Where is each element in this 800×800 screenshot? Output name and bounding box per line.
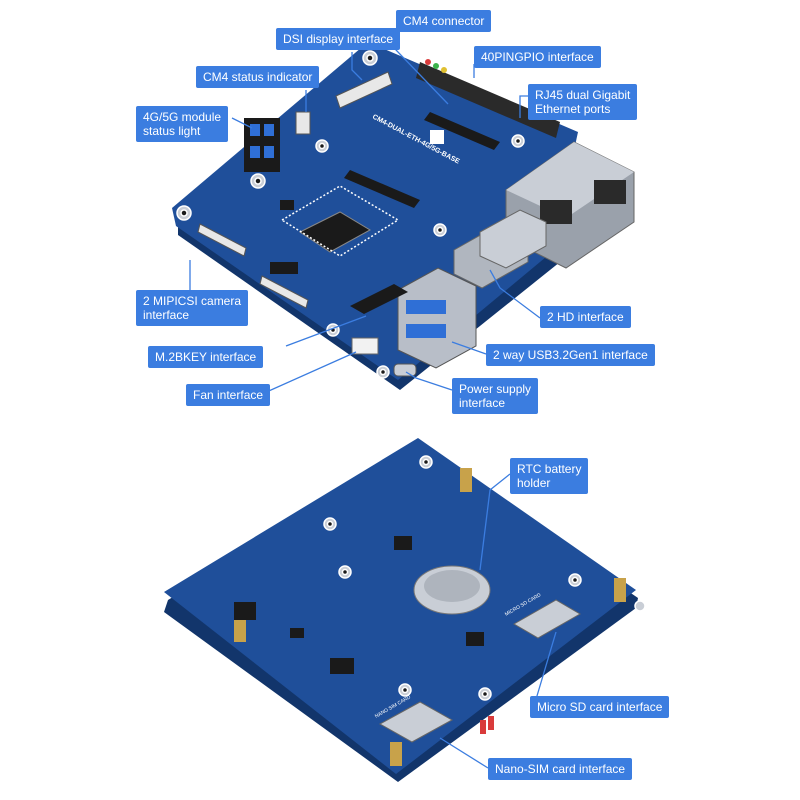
brass-standoffs (234, 468, 626, 766)
bottom-leds (480, 716, 494, 734)
csi-connector-2 (259, 275, 309, 309)
micro-sd-slot (513, 599, 581, 639)
bottom-board-face (164, 438, 636, 774)
callout-module-status: 4G/5G module status light (136, 106, 229, 142)
callout-micro-sd: Micro SD card interface (530, 696, 670, 718)
callout-40pin-gpio: 40PINGPIO interface (474, 46, 601, 68)
cm4-connector-1 (424, 112, 500, 150)
csi-connector-1 (197, 223, 247, 257)
bottom-board-view: MICRO SD CARD NANO SIM CARD (164, 438, 646, 782)
callout-rj45: RJ45 dual Gigabit Ethernet ports (528, 84, 638, 120)
m2-slot (350, 284, 408, 314)
usb-ports (397, 267, 477, 369)
bottom-holes (323, 455, 646, 701)
callout-rtc-battery: RTC battery holder (510, 458, 589, 494)
mounting-holes (176, 50, 525, 379)
callout-cm4-status: CM4 status indicator (196, 66, 320, 88)
nano-sim-slot (378, 701, 454, 743)
cm4-connector-2 (344, 170, 420, 208)
callout-dsi-display: DSI display interface (276, 28, 401, 50)
rtc-battery-holder (413, 565, 491, 615)
callout-power-supply: Power supply interface (452, 378, 539, 414)
callout-mipi-csi: 2 MIPICSI camera interface (136, 290, 249, 326)
board-chips (270, 185, 400, 274)
waveshare-logo (430, 130, 444, 144)
callout-cm4-connector: CM4 connector (396, 10, 492, 32)
callout-m2-key: M.2BKEY interface (148, 346, 264, 368)
cm4-status-led (295, 111, 311, 135)
fan-silk-text: FAN (339, 354, 352, 365)
hdmi-ports (453, 209, 547, 289)
power-usb-c (393, 363, 417, 377)
callout-fan-interface: Fan interface (186, 384, 271, 406)
callout-nano-sim: Nano-SIM card interface (488, 758, 633, 780)
fan-connector (351, 337, 379, 355)
callout-hd-interface: 2 HD interface (540, 306, 631, 328)
bottom-chips (234, 536, 484, 674)
dsi-connector (335, 71, 393, 109)
callout-usb32: 2 way USB3.2Gen1 interface (486, 344, 655, 366)
top-board-view: CM4-DUAL-ETH-4G/5G-BASE FAN (172, 42, 635, 390)
